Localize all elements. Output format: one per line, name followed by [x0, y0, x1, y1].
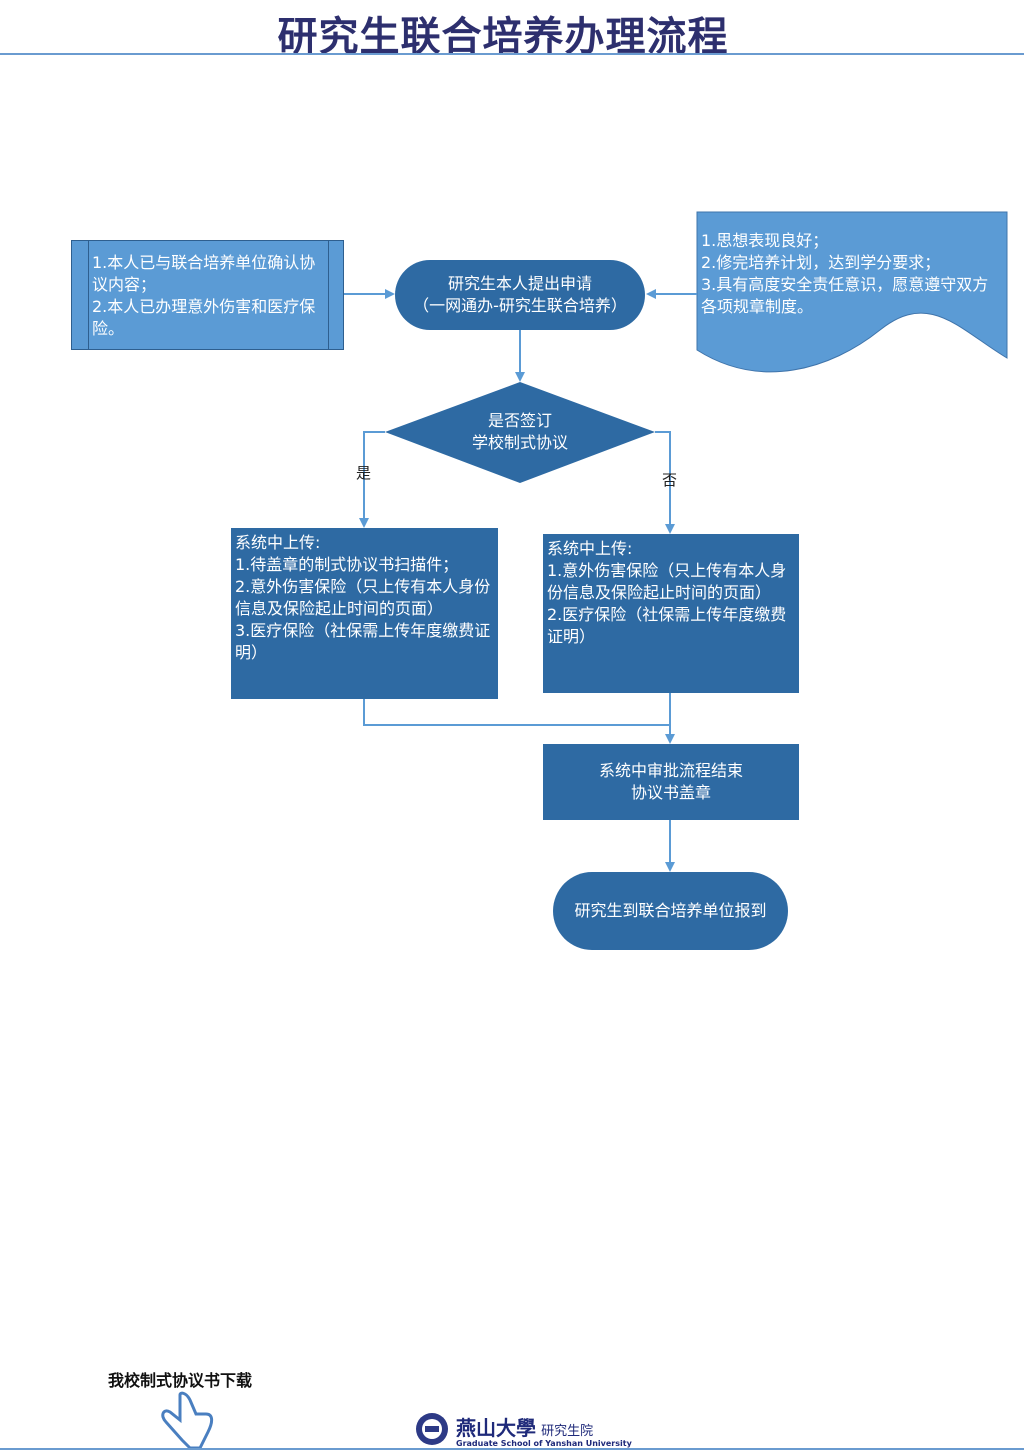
university-logo: 燕山大學 研究生院 Graduate School of Yanshan Uni…: [456, 1412, 632, 1448]
approval-line2: 协议书盖章: [630, 783, 711, 802]
no-box-heading: 系统中上传:: [547, 539, 633, 558]
logo-english: Graduate School of Yanshan University: [456, 1439, 632, 1448]
yes-box-item: 3.医疗保险（社保需上传年度缴费证明）: [235, 621, 491, 662]
prereq-right-item: 1.思想表现良好；: [701, 231, 829, 250]
box-divider: [328, 241, 329, 349]
decision-text: 是否签订 学校制式协议: [430, 408, 610, 456]
prereq-left-item: 1.本人已与联合培养单位确认协议内容；: [92, 253, 316, 294]
yes-label: 是: [356, 464, 372, 482]
prereq-left-box: 1.本人已与联合培养单位确认协议内容； 2.本人已办理意外伤害和医疗保险。: [71, 240, 344, 350]
start-line1: 研究生本人提出申请: [447, 274, 592, 293]
arrow-no: [655, 431, 675, 534]
page-title: 研究生联合培养办理流程: [277, 14, 729, 60]
logo-dept: 研究生院: [541, 1424, 594, 1439]
arrow-yes: [359, 431, 385, 528]
box-divider: [88, 241, 89, 349]
start-line2: （一网通办-研究生联合培养）: [413, 296, 627, 315]
end-terminal: 研究生到联合培养单位报到: [553, 872, 788, 950]
decision-line2: 学校制式协议: [471, 433, 568, 452]
yes-upload-box: 系统中上传: 1.待盖章的制式协议书扫描件； 2.意外伤害保险（只上传有本人身份…: [231, 528, 498, 699]
no-upload-box: 系统中上传: 1.意外伤害保险（只上传有本人身份信息及保险起止时间的页面） 2.…: [543, 534, 799, 693]
title-divider: [0, 53, 1024, 55]
no-box-item: 1.意外伤害保险（只上传有本人身份信息及保险起止时间的页面）: [547, 561, 787, 602]
approval-box: 系统中审批流程结束 协议书盖章: [543, 744, 799, 820]
pointing-hand-icon: [161, 1391, 214, 1450]
university-seal-icon: [416, 1413, 448, 1445]
yes-box-heading: 系统中上传:: [235, 533, 321, 552]
end-text: 研究生到联合培养单位报到: [574, 901, 767, 920]
no-box-item: 2.医疗保险（社保需上传年度缴费证明）: [547, 605, 787, 646]
yes-box-item: 2.意外伤害保险（只上传有本人身份信息及保险起止时间的页面）: [235, 577, 491, 618]
start-terminal: 研究生本人提出申请 （一网通办-研究生联合培养）: [395, 260, 645, 330]
prereq-right-item: 3.具有高度安全责任意识，愿意遵守双方各项规章制度。: [701, 275, 989, 316]
approval-line1: 系统中审批流程结束: [598, 761, 743, 780]
yes-box-item: 1.待盖章的制式协议书扫描件；: [235, 555, 459, 574]
no-label: 否: [662, 471, 678, 489]
footer-divider: [0, 1448, 1024, 1450]
logo-name: 燕山大學: [456, 1416, 536, 1440]
decision-diamond: [385, 382, 655, 483]
download-agreement-link[interactable]: 我校制式协议书下载: [108, 1371, 253, 1390]
merge-line: [363, 699, 670, 726]
prereq-right-item: 2.修完培养计划，达到学分要求；: [701, 253, 941, 272]
decision-line1: 是否签订: [487, 411, 552, 430]
prereq-left-item: 2.本人已办理意外伤害和医疗保险。: [92, 297, 316, 338]
prereq-right-text: 1.思想表现良好； 2.修完培养计划，达到学分要求； 3.具有高度安全责任意识，…: [701, 230, 997, 318]
prereq-right-shape: [696, 211, 1008, 373]
